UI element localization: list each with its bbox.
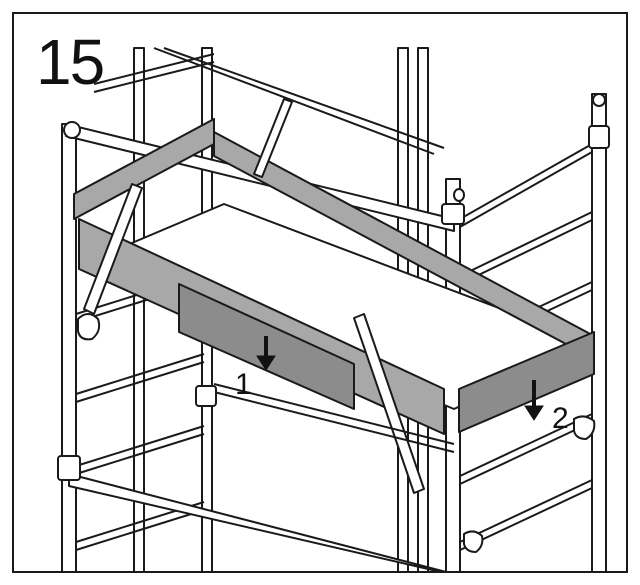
callout-label-2: 2 [552,402,569,435]
hook-clamps [77,313,596,553]
callout-arrow-2 [524,380,544,421]
lower-rail [68,383,455,571]
scaffold-assembly-illustration: 1 2 [57,47,610,571]
callout-label-1: 1 [235,368,252,401]
step-number: 15 [36,26,105,98]
frame-couplers [57,93,610,481]
callout-arrow-1 [256,336,276,371]
diagram-frame: 1 2 15 [12,12,628,573]
diagonal-braces [83,98,425,494]
